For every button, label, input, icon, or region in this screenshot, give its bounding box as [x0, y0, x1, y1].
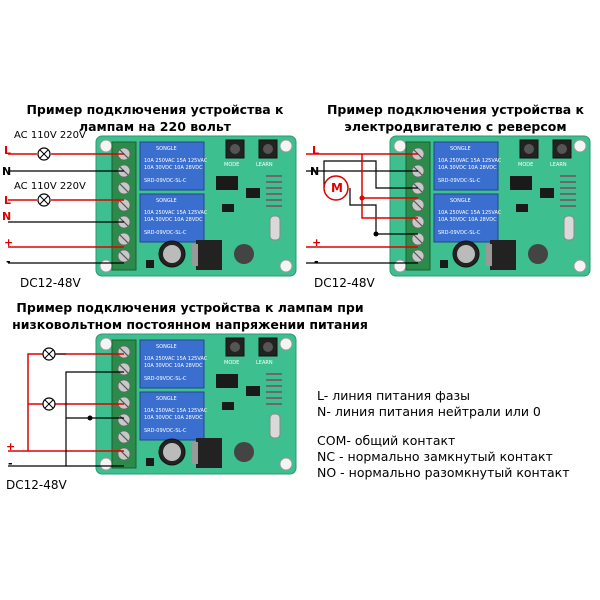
- ac-label-2: AC 110V 220V: [14, 181, 86, 192]
- wire-label-plus2: +: [312, 236, 322, 249]
- legend-no: NO - нормально разомкнутый контакт: [317, 465, 570, 480]
- wire-label-n2: N: [2, 210, 12, 223]
- diagram3-title-line1: Пример подключения устройства к лампам п…: [16, 300, 364, 315]
- diagram1-title: Пример подключения устройства к лампам н…: [20, 101, 290, 135]
- diagram3-wiring: [8, 347, 124, 467]
- diagram1-wiring: [8, 147, 124, 264]
- diagram2-title-line2: электродвигателю с реверсом: [344, 119, 567, 134]
- wire-label-l2: L: [4, 194, 12, 207]
- relay-board-3: [95, 333, 297, 475]
- legend-com: COM- общий контакт: [317, 433, 456, 448]
- wire-label-n: N: [310, 165, 320, 178]
- relay-board-1: [95, 135, 297, 277]
- motor-label: M: [331, 181, 343, 195]
- dc-label-3: DC12-48V: [6, 478, 67, 492]
- lamp-icon: [37, 193, 51, 207]
- legend-l: L- линия питания фазы: [317, 388, 471, 403]
- ac-label-1: AC 110V 220V: [14, 130, 86, 141]
- diagram3-title-line2: низковольтном постоянном напряжении пита…: [12, 317, 368, 332]
- wire-label-l: L: [312, 144, 320, 157]
- legend-nc: NC - нормально замкнутый контакт: [317, 449, 553, 464]
- diagram1-title-line2: лампам на 220 вольт: [78, 119, 232, 134]
- legend-n: N- линия питания нейтрали или 0: [317, 404, 541, 419]
- wire-label-n1: N: [2, 165, 12, 178]
- wire-label-minus1: -: [6, 255, 11, 268]
- lamp-icon: [42, 347, 56, 361]
- lamp-icon: [42, 397, 56, 411]
- relay-board-2: [389, 135, 591, 277]
- legend: L- линия питания фазы N- линия питания н…: [317, 388, 569, 481]
- diagram1-title-line1: Пример подключения устройства к: [26, 102, 284, 117]
- wire-label-minus2: -: [314, 255, 319, 268]
- lamp-icon: [37, 147, 51, 161]
- diagram3-title: Пример подключения устройства к лампам п…: [0, 299, 380, 333]
- motor-icon: [323, 175, 349, 201]
- dc-label-1: DC12-48V: [20, 276, 81, 290]
- diagram2-wiring: [306, 153, 418, 264]
- wire-label-l1: L: [4, 144, 12, 157]
- wire-label-minus3: -: [8, 457, 13, 470]
- wire-label-plus3: +: [6, 440, 16, 453]
- diagram2-title-line1: Пример подключения устройства к: [326, 102, 585, 117]
- wire-label-plus1: +: [4, 236, 14, 249]
- diagram2-title: Пример подключения устройства к электрод…: [318, 101, 593, 135]
- dc-label-2: DC12-48V: [314, 276, 375, 290]
